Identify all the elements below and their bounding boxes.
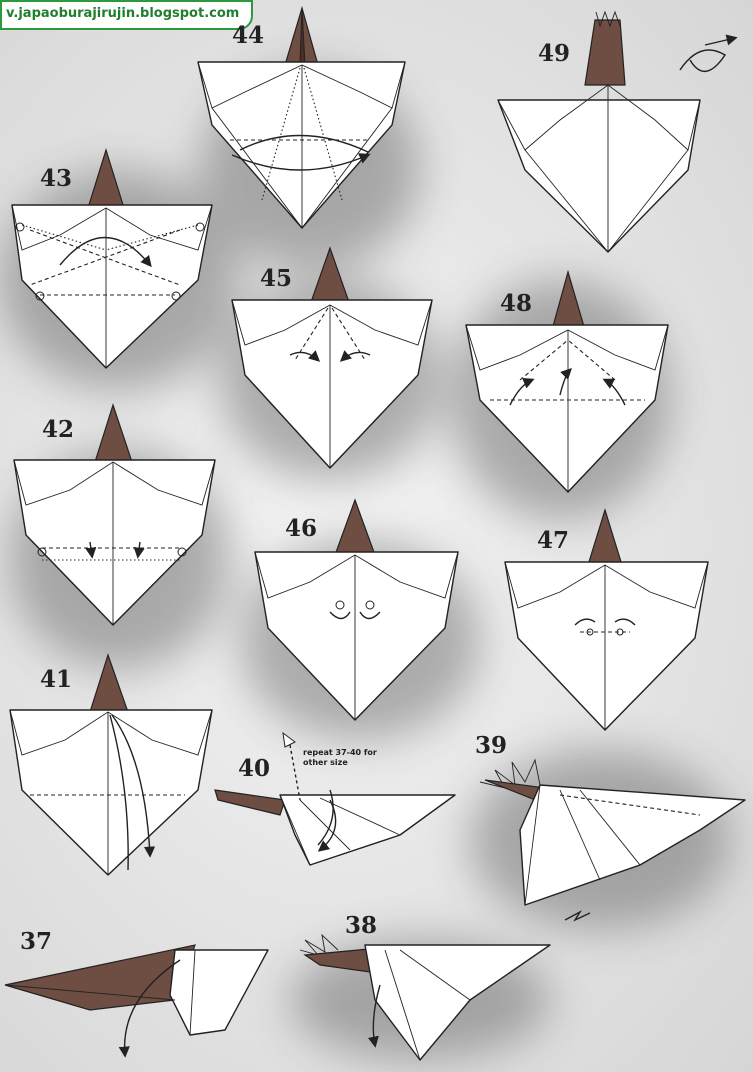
repeat-instruction: repeat 37-40 for other size (303, 748, 383, 768)
step-number-38: 38 (345, 912, 377, 939)
model-step-49 (498, 12, 735, 252)
step-number-45: 45 (260, 265, 292, 292)
step-number-43: 43 (40, 165, 72, 192)
step-number-49: 49 (538, 40, 570, 67)
step-number-39: 39 (475, 732, 507, 759)
step-number-42: 42 (42, 416, 74, 443)
step-number-41: 41 (40, 666, 72, 693)
step-number-44: 44 (232, 22, 264, 49)
step-number-48: 48 (500, 290, 532, 317)
model-step-47 (505, 510, 708, 730)
step-number-46: 46 (285, 515, 317, 542)
step-number-37: 37 (20, 928, 52, 955)
model-step-37 (5, 945, 268, 1055)
step-number-40: 40 (238, 755, 270, 782)
step-number-47: 47 (537, 527, 569, 554)
